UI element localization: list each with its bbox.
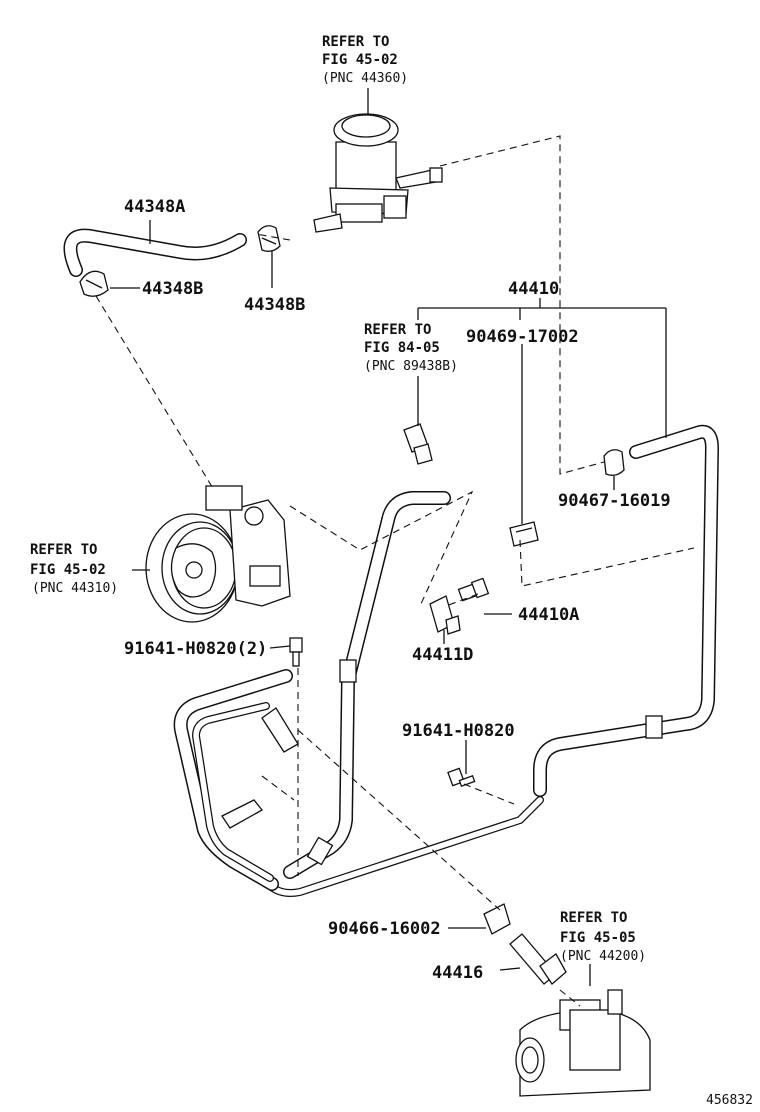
svg-text:REFER TO: REFER TO: [322, 34, 389, 50]
label-44410a: 44410A: [518, 605, 579, 625]
steering-gear[interactable]: [515, 989, 651, 1097]
clip-90466-part[interactable]: [483, 903, 511, 935]
svg-text:(PNC 44200): (PNC 44200): [560, 949, 646, 964]
reference-lines: [95, 135, 695, 1007]
label-90466: 90466-16002: [328, 919, 441, 939]
label-44411d: 44411D: [412, 645, 473, 665]
bolt-91641-part[interactable]: [447, 767, 476, 788]
label-90467: 90467-16019: [558, 491, 671, 511]
leader-lines: [110, 88, 667, 986]
svg-text:REFER TO: REFER TO: [364, 322, 431, 338]
power-steering-pump[interactable]: [145, 485, 291, 623]
hose-clamp-center[interactable]: [257, 225, 281, 252]
svg-text:REFER TO: REFER TO: [30, 542, 97, 558]
clamp-90467[interactable]: [603, 449, 625, 476]
label-gear-ref: REFER TO FIG 45-05 (PNC 44200): [560, 910, 646, 964]
reservoir-tank[interactable]: [313, 113, 443, 233]
label-44348a: 44348A: [124, 197, 185, 217]
clip-90469[interactable]: [509, 521, 539, 547]
hose-clamp-left[interactable]: [79, 270, 109, 297]
svg-text:(PNC 44360): (PNC 44360): [322, 71, 408, 86]
label-44348b-left: 44348B: [142, 279, 203, 299]
svg-text:(PNC 44310): (PNC 44310): [32, 581, 118, 596]
svg-text:FIG 45-02: FIG 45-02: [322, 52, 398, 68]
return-tube[interactable]: [173, 669, 293, 891]
label-pump-ref: REFER TO FIG 45-02 (PNC 44310): [30, 542, 118, 596]
pump-union[interactable]: [261, 707, 299, 753]
label-44410: 44410: [508, 279, 559, 299]
svg-text:FIG 45-05: FIG 45-05: [560, 930, 636, 946]
label-44416: 44416: [432, 963, 483, 983]
pressure-switch[interactable]: [403, 423, 433, 465]
pressure-pipe-44410[interactable]: [264, 424, 719, 897]
label-sensor-ref: REFER TO FIG 84-05 (PNC 89438B): [364, 322, 458, 374]
label-91641: 91641-H0820: [402, 721, 515, 741]
label-91641-2: 91641-H0820(2): [124, 639, 267, 659]
label-44348b-center: 44348B: [244, 295, 305, 315]
bolt-44410a-part[interactable]: [457, 577, 490, 602]
bracket-44411d-part[interactable]: [429, 595, 461, 635]
union-44416-part[interactable]: [509, 933, 567, 985]
svg-text:FIG 45-02: FIG 45-02: [30, 562, 106, 578]
svg-text:FIG 84-05: FIG 84-05: [364, 340, 440, 356]
label-90469: 90469-17002: [466, 327, 579, 347]
illustration-id: 456832: [706, 1093, 753, 1108]
bolt-91641-2-part[interactable]: [289, 637, 303, 667]
svg-text:REFER TO: REFER TO: [560, 910, 627, 926]
svg-text:(PNC 89438B): (PNC 89438B): [364, 359, 458, 374]
hose-44348a[interactable]: [63, 228, 247, 277]
label-reservoir-ref: REFER TO FIG 45-02 (PNC 44360): [322, 34, 408, 86]
